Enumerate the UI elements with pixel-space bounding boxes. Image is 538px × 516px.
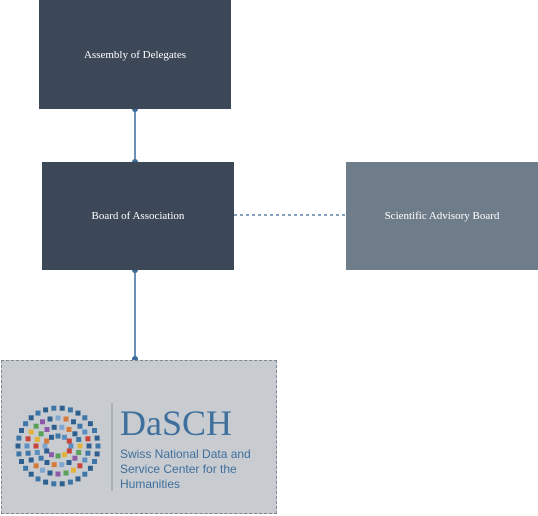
logo-tile <box>95 443 101 449</box>
logo-tile <box>28 471 34 477</box>
logo-tile <box>51 481 57 487</box>
logo-tile <box>15 443 21 449</box>
logo-tile <box>68 443 74 449</box>
dasch-tagline-2: Service Center for the <box>120 462 237 476</box>
logo-tile <box>19 459 24 464</box>
logo-tile <box>38 455 44 461</box>
logo-tile <box>55 471 61 477</box>
logo-tile <box>28 429 34 435</box>
logo-tile <box>76 450 82 455</box>
dasch-panel: DaSCH Swiss National Data and Service Ce… <box>1 360 277 514</box>
logo-tile <box>43 479 49 485</box>
logo-tile <box>33 463 39 469</box>
logo-tile <box>40 419 45 425</box>
logo-tile <box>51 405 57 411</box>
dasch-logo: DaSCH Swiss National Data and Service Ce… <box>15 403 251 491</box>
logo-tile <box>23 421 29 427</box>
logo-tile <box>28 415 34 421</box>
logo-tile <box>66 438 72 444</box>
logo-tile <box>24 443 30 449</box>
logo-tile <box>55 453 61 459</box>
logo-tile <box>44 427 50 432</box>
logo-tile <box>67 407 73 413</box>
assembly-label: Assembly of Delegates <box>83 48 187 61</box>
logo-tile <box>72 431 78 437</box>
logo-tile <box>59 405 65 411</box>
logo-tile <box>55 433 61 439</box>
logo-tile <box>94 451 100 457</box>
logo-tile <box>25 450 31 456</box>
logo-tile <box>94 435 100 441</box>
logo-tile <box>77 463 83 469</box>
logo-tile <box>75 410 81 416</box>
advisory-label: Scientific Advisory Board <box>384 210 500 222</box>
logo-tile <box>63 470 69 476</box>
board-label: Board of Association <box>91 210 185 222</box>
logo-tile <box>71 467 76 473</box>
logo-tile <box>28 457 34 463</box>
logo-tile <box>86 443 92 449</box>
logo-tile <box>75 476 81 482</box>
dasch-mark-icon <box>15 405 101 487</box>
logo-tile <box>82 471 88 477</box>
logo-tile <box>77 423 83 429</box>
logo-tile <box>44 460 50 465</box>
board-of-association-box: Board of Association <box>42 162 234 270</box>
logo-tile <box>33 423 39 429</box>
logo-tile <box>66 427 72 432</box>
logo-tile <box>33 443 39 449</box>
logo-tile <box>87 421 93 427</box>
dasch-tagline-1: Swiss National Data and <box>120 447 251 461</box>
logo-tile <box>82 457 88 463</box>
logo-tile <box>66 448 72 454</box>
logo-tile <box>92 428 97 433</box>
logo-tile <box>59 424 65 430</box>
logo-tile <box>49 434 54 440</box>
logo-tile <box>25 436 31 442</box>
logo-tile <box>55 415 61 421</box>
logo-tile <box>43 407 49 413</box>
dasch-name: DaSCH <box>120 403 232 443</box>
logo-tile <box>71 419 76 425</box>
dasch-tagline-3: Humanities <box>120 477 180 491</box>
logo-tile <box>44 438 50 444</box>
logo-tile <box>82 415 88 421</box>
logo-tile <box>35 476 41 482</box>
logo-tile <box>62 434 67 440</box>
logo-tile <box>76 437 82 442</box>
logo-tile <box>51 424 57 430</box>
logo-tile <box>51 462 57 468</box>
logo-tile <box>34 437 40 442</box>
logo-tile <box>62 452 67 458</box>
logo-tile <box>40 467 45 473</box>
logo-tile <box>38 431 44 437</box>
logo-tile <box>92 459 97 464</box>
logo-tile <box>85 450 91 456</box>
scientific-advisory-board-box: Scientific Advisory Board <box>346 162 538 270</box>
logo-tile <box>19 428 24 433</box>
logo-tile <box>35 410 41 416</box>
logo-tile <box>47 470 53 476</box>
logo-tile <box>66 460 72 465</box>
logo-tile <box>49 452 54 458</box>
logo-tile <box>16 435 22 441</box>
logo-tile <box>16 451 22 457</box>
logo-tile <box>87 465 93 471</box>
logo-tile <box>47 416 53 422</box>
logo-tile <box>72 455 78 461</box>
logo-tile <box>63 416 69 422</box>
logo-tile <box>23 465 29 471</box>
logo-tile <box>59 462 65 468</box>
logo-tile <box>82 429 88 435</box>
logo-tile <box>42 443 48 449</box>
logo-tile <box>34 450 40 455</box>
logo-tile <box>59 481 65 487</box>
logo-tile <box>85 436 91 442</box>
logo-tile <box>77 443 83 449</box>
logo-tile <box>67 479 73 485</box>
logo-tile <box>44 448 50 454</box>
assembly-of-delegates-box: Assembly of Delegates <box>39 0 231 109</box>
